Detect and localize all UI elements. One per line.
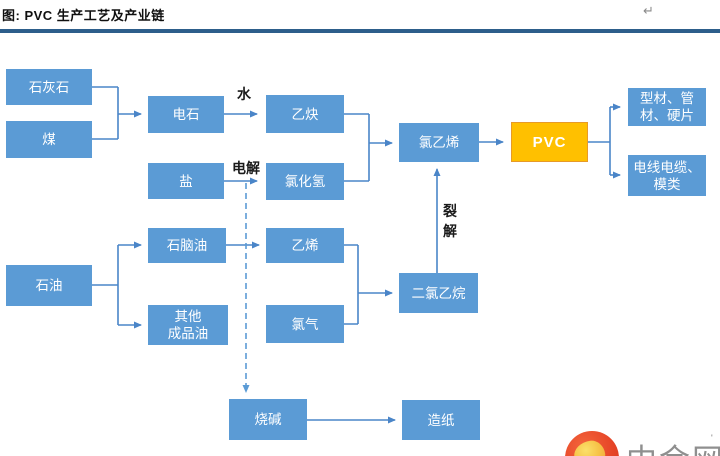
node-vinyl-chloride: 氯乙烯	[399, 123, 479, 162]
node-naphtha: 石脑油	[148, 228, 226, 263]
node-limestone: 石灰石	[6, 69, 92, 105]
node-salt: 盐	[148, 163, 224, 199]
split-pvc	[588, 107, 611, 175]
node-petroleum: 石油	[6, 265, 92, 306]
node-carbide: 电石	[148, 96, 224, 133]
node-hydrogen-chloride: 氯化氢	[266, 163, 344, 200]
split-petroleum	[92, 245, 119, 325]
label-water: 水	[237, 86, 251, 102]
node-chlorine-gas: 氯气	[266, 305, 344, 343]
merge-ethylene-chlorine	[344, 244, 359, 325]
node-wire-cable-mold: 电线电缆、 模类	[628, 155, 706, 196]
merge-limestone-coal	[92, 86, 119, 140]
node-other-refined-oil: 其他 成品油	[148, 305, 228, 345]
figure-title: 图: PVC 生产工艺及产业链	[2, 8, 165, 23]
watermark-tick-mark: '	[711, 433, 713, 443]
node-papermaking: 造纸	[402, 400, 480, 440]
watermark-text: 中金网	[626, 435, 720, 456]
merge-acetylene-hcl	[344, 113, 370, 182]
node-ethylene: 乙烯	[266, 228, 344, 263]
title-underline	[0, 29, 720, 33]
node-coal: 煤	[6, 121, 92, 158]
return-mark-icon: ↵	[643, 3, 654, 18]
label-electrolysis: 电解	[232, 160, 260, 176]
node-profiles-pipes-sheets: 型材、管 材、硬片	[628, 88, 706, 126]
node-dichloroethane: 二氯乙烷	[399, 273, 478, 313]
node-pvc: PVC	[511, 122, 588, 162]
label-cracking: 裂 解	[443, 203, 457, 239]
watermark-logo-blob	[572, 438, 607, 456]
node-acetylene: 乙炔	[266, 95, 344, 133]
node-caustic-soda: 烧碱	[229, 399, 307, 440]
